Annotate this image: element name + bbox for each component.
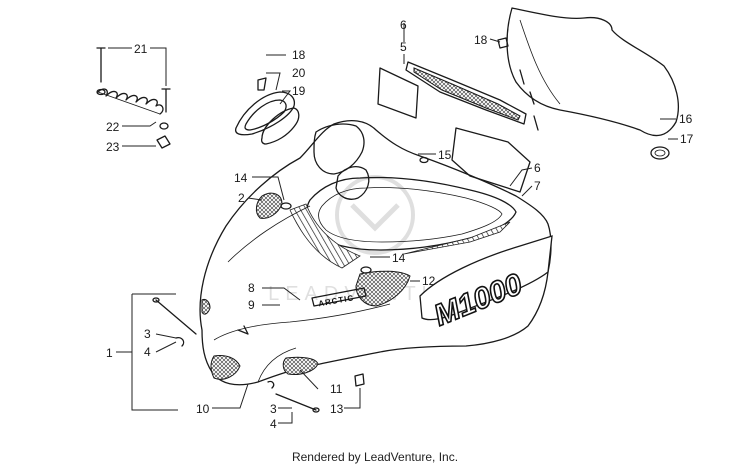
hinge-hardware	[152, 297, 365, 413]
callout-9: 9	[248, 298, 255, 312]
callout-1: 1	[106, 346, 113, 360]
callout-labels: 21 22 23 18 20 19 6 5 18 16 17 15 14 2 6…	[106, 18, 694, 431]
upper-decals	[377, 61, 531, 193]
callout-2: 2	[238, 191, 245, 205]
callout-14-lower: 14	[392, 251, 406, 265]
callout-7: 7	[534, 179, 541, 193]
callout-12: 12	[422, 274, 436, 288]
leader-lines	[108, 23, 678, 424]
callout-13: 13	[330, 402, 344, 416]
callout-23: 23	[106, 140, 120, 154]
callout-11: 11	[330, 382, 343, 396]
spring-kit	[96, 47, 171, 149]
callout-16: 16	[679, 112, 693, 126]
callout-21: 21	[134, 42, 148, 56]
callout-6-lower: 6	[534, 161, 541, 175]
callout-5: 5	[400, 40, 407, 54]
callout-6-upper: 6	[400, 18, 407, 32]
callout-17: 17	[680, 132, 694, 146]
callout-14-upper: 14	[234, 171, 248, 185]
callout-4-right: 4	[270, 417, 277, 431]
reflector-assembly	[234, 77, 300, 145]
callout-3-right: 3	[270, 402, 277, 416]
callout-22: 22	[106, 120, 120, 134]
callout-18-reflector: 18	[292, 48, 306, 62]
hood: ARCTIC M1000	[199, 119, 553, 386]
callout-18-windshield: 18	[474, 33, 488, 47]
callout-20: 20	[292, 66, 306, 80]
windshield	[497, 7, 679, 160]
callout-3-left: 3	[144, 327, 151, 341]
callout-10: 10	[196, 402, 210, 416]
callout-15: 15	[438, 148, 452, 162]
callout-4-left: 4	[144, 345, 151, 359]
callout-8: 8	[248, 281, 255, 295]
footer-credit: Rendered by LeadVenture, Inc.	[291, 450, 459, 464]
callout-19: 19	[292, 84, 306, 98]
